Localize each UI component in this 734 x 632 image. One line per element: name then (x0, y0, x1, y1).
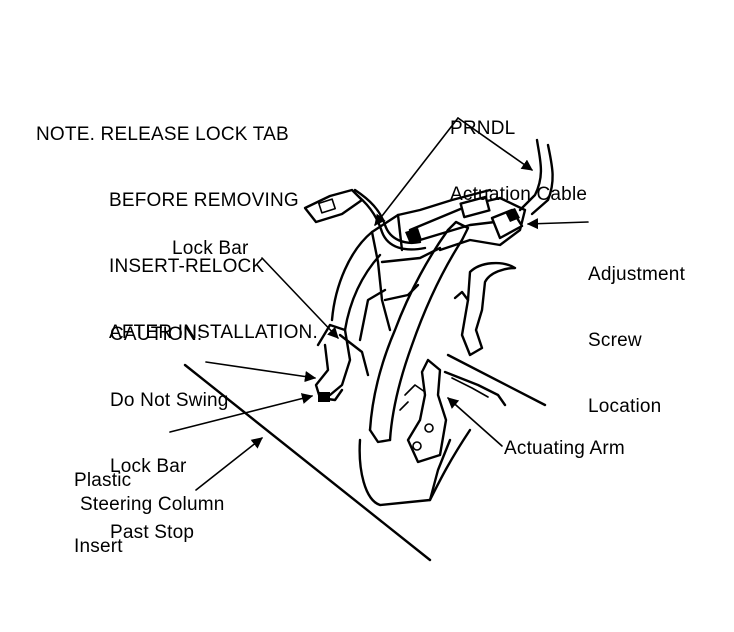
leader-lines (169, 117, 589, 491)
side-hook (453, 261, 517, 357)
note-line-3: INSERT-RELOCK (109, 256, 265, 277)
prndl-line-2: Actuation Cable (450, 184, 588, 205)
caution-line-1: CAUTION: (110, 324, 203, 345)
plastic-insert-label: Plastic Insert (74, 426, 131, 602)
plastic-insert-leader (169, 393, 314, 433)
adjustment-leader (526, 218, 589, 230)
caution-label: CAUTION: Do Not Swing Lock Bar Past Stop (110, 280, 229, 588)
adjustment-line-2: Screw (588, 330, 642, 351)
prndl-leader-right (457, 117, 533, 171)
caution-line-2: Do Not Swing (110, 390, 229, 411)
note-line-1: NOTE. RELEASE LOCK TAB (36, 124, 289, 145)
prndl-leader-left (374, 117, 459, 226)
caution-line-3: Lock Bar (110, 456, 187, 477)
actuating-arm-label: Actuating Arm (504, 438, 625, 459)
steering-column-shape (183, 353, 547, 562)
lock-bar-leader (261, 257, 339, 339)
adjustment-line-3: Location (588, 396, 662, 417)
prndl-line-1: PRNDL (450, 118, 516, 139)
note-text: NOTE. RELEASE LOCK TAB BEFORE REMOVING I… (36, 80, 318, 388)
plastic-insert-line-1: Plastic (74, 470, 132, 491)
caution-line-4: Past Stop (110, 522, 195, 543)
actuating-arm-leader (447, 397, 503, 447)
caution-leader (205, 361, 317, 383)
adjustment-line-1: Adjustment (588, 264, 686, 285)
prndl-cable-shape (303, 138, 554, 251)
top-slide-assembly (408, 195, 527, 252)
bracket-body (330, 188, 492, 507)
plastic-insert-line-2: Insert (74, 536, 123, 557)
note-line-4: AFTER INSTALLATION. (109, 322, 318, 343)
lock-bar-label: Lock Bar (172, 238, 249, 259)
note-line-2: BEFORE REMOVING (109, 190, 299, 211)
actuating-arm-shape (406, 358, 507, 464)
adjustment-label: Adjustment Screw Location (588, 220, 685, 462)
prndl-label: PRNDL Actuation Cable (450, 74, 587, 250)
steering-column-label: Steering Column (80, 494, 225, 515)
steering-column-leader (195, 437, 263, 491)
